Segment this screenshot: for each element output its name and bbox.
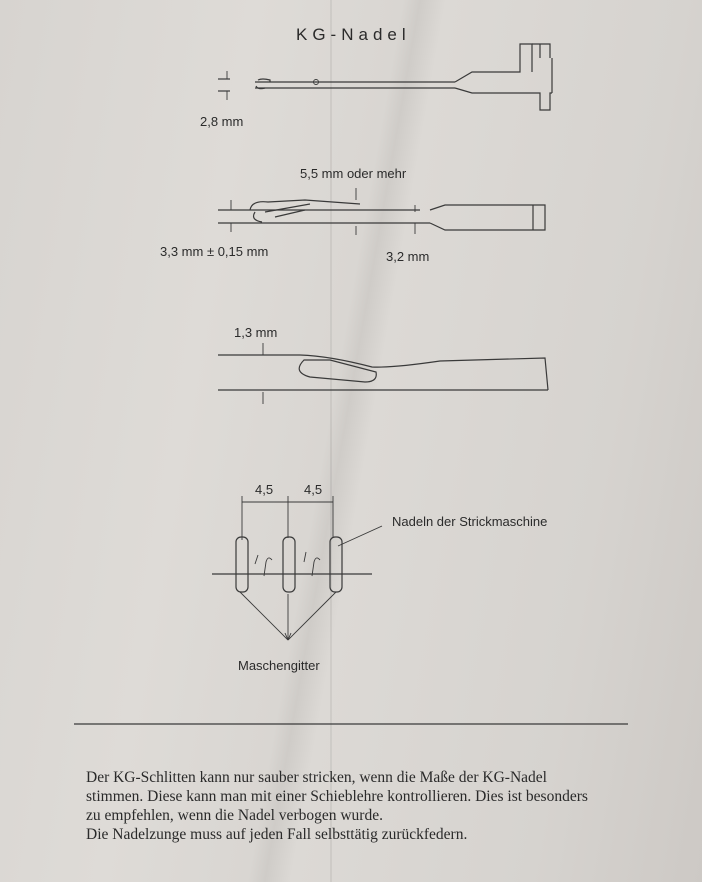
paper-fold (330, 0, 332, 882)
dim-1-3mm: 1,3 mm (234, 325, 278, 340)
diagram-title: KG-Nadel (296, 25, 411, 44)
paragraph-line: Die Nadelzunge muss auf jeden Fall selbs… (86, 826, 468, 843)
dim-2-8mm: 2,8 mm (200, 114, 244, 129)
dim-3-3mm: 3,3 mm ± 0,15 mm (160, 244, 269, 259)
needle-figure-4 (212, 496, 383, 641)
needle-figure-1 (218, 43, 553, 111)
spacing-label-a: 4,5 (255, 482, 274, 497)
mesh-label: Maschengitter (238, 658, 320, 673)
dim-5-5mm: 5,5 mm oder mehr (300, 166, 407, 181)
paragraph-line: Der KG-Schlitten kann nur sauber stricke… (86, 769, 547, 786)
paragraph-line: zu empfehlen, wenn die Nadel verbogen wu… (86, 807, 383, 824)
dim-3-2mm: 3,2 mm (386, 249, 430, 264)
needle-figure-3 (218, 343, 549, 404)
spacing-label-b: 4,5 (304, 482, 323, 497)
needle-figure-2 (218, 188, 546, 235)
paragraph-line: stimmen. Diese kann man mit einer Schieb… (86, 788, 588, 805)
instruction-paragraph: Der KG-Schlitten kann nur sauber stricke… (86, 768, 686, 844)
needles-label: Nadeln der Strickmaschine (392, 514, 548, 529)
